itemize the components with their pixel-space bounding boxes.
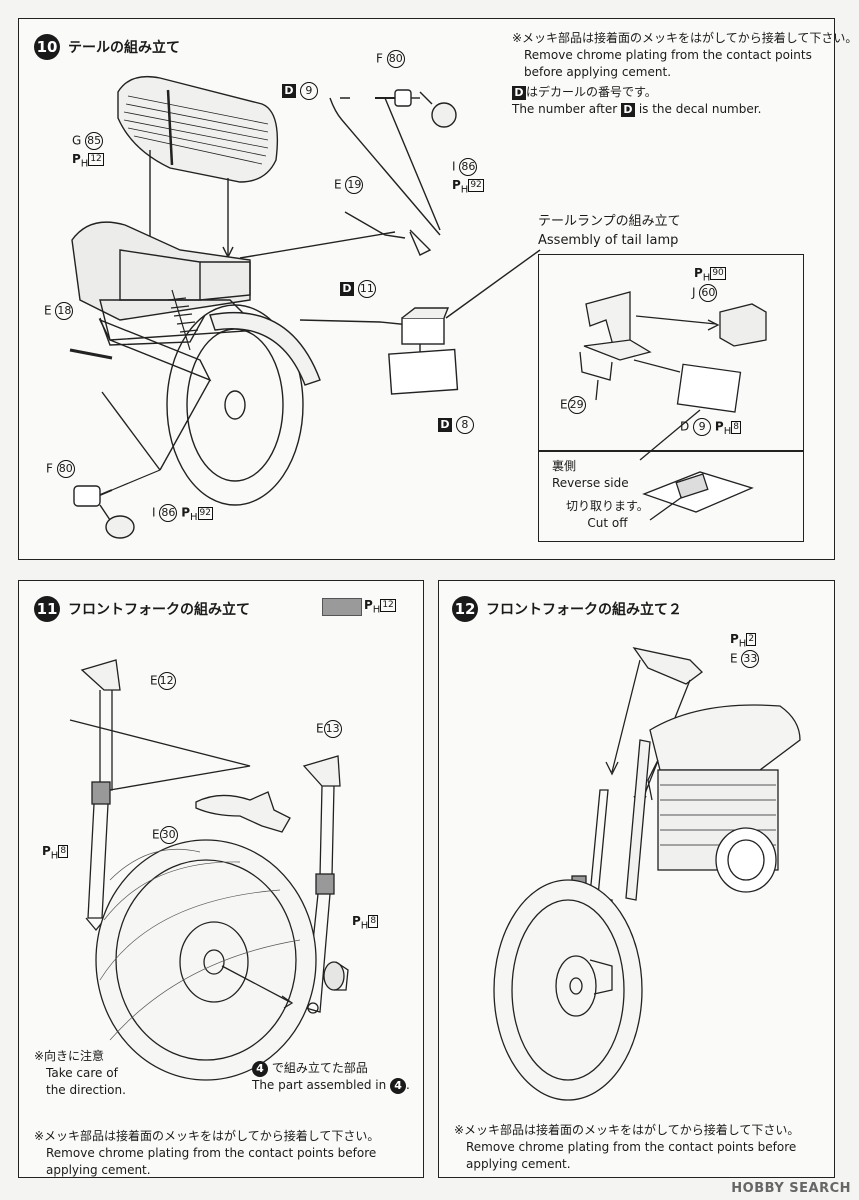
tail-lamp-title: テールランプの組み立て Assembly of tail lamp	[538, 214, 681, 248]
step11-header: 11 フロントフォークの組み立て	[34, 596, 250, 622]
label-d9: D 9	[282, 82, 318, 100]
label-j60: J 60	[692, 284, 718, 302]
direction-note: ※向きに注意 Take care of the direction.	[34, 1049, 126, 1097]
step12-header: 12 フロントフォークの組み立て２	[452, 596, 682, 622]
step10-header: 10 テールの組み立て	[34, 34, 180, 60]
step11-chrome-note: ※メッキ部品は接着面のメッキをはがしてから接着して下さい。 Remove chr…	[34, 1129, 380, 1177]
paint-swatch	[322, 598, 362, 616]
step10-number: 10	[34, 34, 60, 60]
step10-title: テールの組み立て	[68, 40, 180, 56]
label-i86-top: I 86	[452, 158, 478, 176]
label-e18: E 18	[44, 302, 74, 320]
decal-marker: D	[512, 85, 526, 100]
label-d8: D 8	[438, 416, 474, 434]
step12-title: フロントフォークの組み立て２	[486, 602, 682, 618]
cut-off-label: 切り取ります。 Cut off	[566, 499, 649, 530]
label-e19: E 19	[334, 176, 364, 194]
label-f80-top: F 80	[376, 50, 405, 68]
label-g85: G 85	[72, 132, 104, 150]
hobby-search-logo: HOBBY SEARCH	[731, 1181, 851, 1196]
label-d11: D 11	[340, 280, 376, 298]
step11-title: フロントフォークの組み立て	[68, 602, 250, 618]
step12-number: 12	[452, 596, 478, 622]
tail-lamp-inset	[538, 254, 804, 452]
step10-chrome-note: ※メッキ部品は接着面のメッキをはがしてから接着して下さい。 Remove chr…	[512, 31, 858, 79]
step12-panel	[438, 580, 835, 1178]
label-f80-bottom: F 80	[46, 460, 75, 478]
step12-chrome-note: ※メッキ部品は接着面のメッキをはがしてから接着して下さい。 Remove chr…	[454, 1123, 800, 1171]
step11-number: 11	[34, 596, 60, 622]
decal-marker: D	[621, 102, 635, 117]
assembled-note: 4 で組み立てた部品 The part assembled in 4.	[252, 1060, 410, 1094]
label-e33: E 33	[730, 650, 760, 668]
reverse-side-label: 裏側 Reverse side	[552, 459, 629, 490]
